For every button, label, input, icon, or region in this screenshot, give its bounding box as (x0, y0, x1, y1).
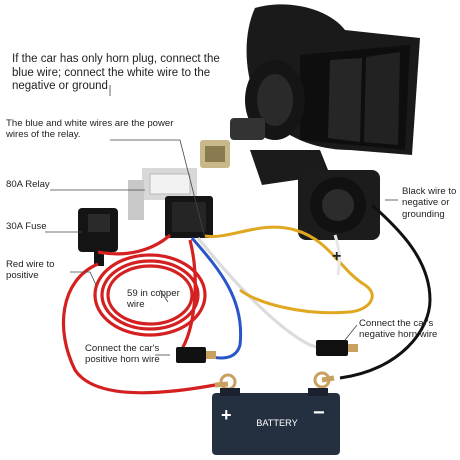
positive-horn-wire-label: Connect the car's positive horn wire (85, 343, 160, 366)
relay (128, 168, 213, 238)
battery-label: BATTERY (256, 418, 298, 428)
battery-positive-symbol: + (221, 405, 232, 425)
battery (212, 388, 340, 455)
horn-positive-symbol: + (332, 248, 342, 265)
battery-terminals (214, 371, 335, 391)
main-instruction-note: If the car has only horn plug, connect t… (12, 53, 220, 93)
leader-lines (45, 85, 398, 356)
blue-wire (190, 237, 243, 360)
red-wire (61, 233, 216, 395)
fuse-holder (78, 208, 118, 266)
yellow-wire (204, 225, 374, 315)
negative-horn-wire-label: Connect the car's negative horn wire (359, 318, 438, 341)
negative-horn-connector (316, 340, 348, 356)
fuse-label: 30A Fuse (6, 221, 47, 232)
black-wire (339, 203, 432, 380)
positive-horn-connector (176, 347, 206, 363)
copper-wire-label: 59 in copper wire (127, 288, 180, 311)
black-wire-label: Black wire to negative or grounding (402, 186, 457, 220)
white-wire (196, 236, 321, 350)
blue-white-wire-note: The blue and white wires are the power w… (6, 118, 174, 141)
red-wire-label: Red wire to positive (6, 259, 55, 282)
horn (200, 4, 420, 240)
relay-label: 80A Relay (6, 179, 50, 190)
horn-white-wire (333, 234, 341, 276)
battery-negative-symbol: − (313, 402, 325, 424)
